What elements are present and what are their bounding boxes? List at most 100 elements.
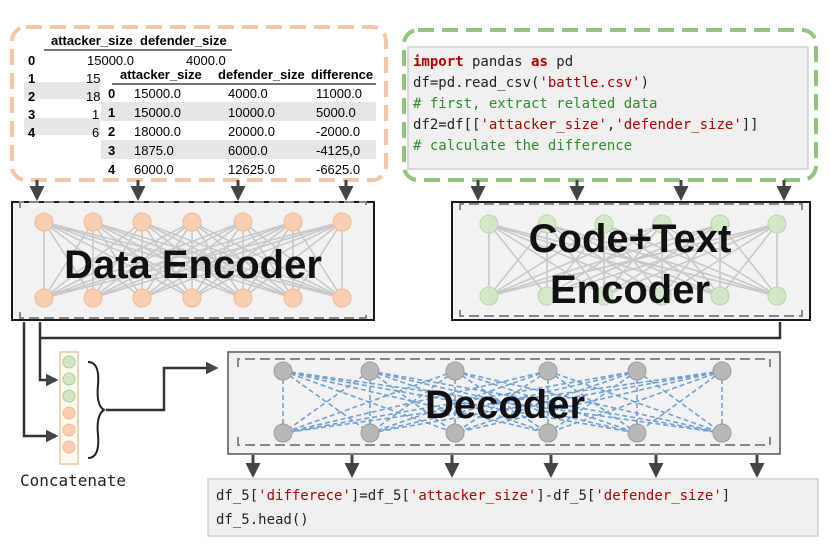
decoder-node (360, 423, 380, 443)
concat-vector-cells (62, 355, 76, 454)
code-token: ]-df_5[ (536, 488, 595, 504)
front-row-index: 1 (108, 105, 115, 120)
output-line-1: df_5['differece']=df_5['attacker_size']-… (216, 488, 730, 504)
network-edge (488, 223, 721, 297)
code-token: df2=df[[ (413, 117, 480, 133)
front-cell: -6625.0 (316, 162, 360, 177)
data-table-panel: attacker_size defender_size 0 1 2 3 4 15… (10, 25, 388, 182)
network-node (83, 212, 103, 232)
concat-data-cell (62, 406, 76, 420)
decoder-node (627, 423, 647, 443)
network-edge (141, 221, 343, 299)
decoder-node (445, 361, 465, 381)
network-node (479, 286, 499, 306)
data-encoder: Data Encoder (11, 201, 375, 321)
attention-edge (369, 370, 723, 434)
decoder-node (445, 423, 465, 443)
front-cell: 15000.0 (134, 86, 181, 101)
network-node (283, 212, 303, 232)
front-cell: 11000.0 (316, 86, 362, 101)
network-node (283, 288, 303, 308)
front-cell: 10000.0 (228, 105, 275, 120)
decoder-node (627, 361, 647, 381)
network-edge (488, 223, 663, 297)
front-cell: 1875.0 (134, 143, 174, 158)
front-header-defender: defender_size (218, 67, 305, 82)
data-encoder-label: Data Encoder (64, 243, 322, 287)
front-table-stripe (101, 102, 376, 121)
code-token: , (607, 117, 615, 133)
front-table-stripe (101, 140, 376, 159)
network-node (332, 288, 352, 308)
network-node (182, 288, 202, 308)
back-row-index: 1 (28, 71, 35, 86)
code-line-4: df2=df[['attacker_size','defender_size']… (413, 117, 759, 133)
back-cell-partial: 18 (86, 89, 100, 104)
back-cell: 15000.0 (87, 53, 134, 68)
network-node (34, 212, 54, 232)
code-line-2: df=pd.read_csv('battle.csv') (413, 75, 649, 91)
network-edge (488, 223, 778, 297)
concat-to-decoder-arrow (106, 361, 219, 412)
output-line-2: df_5.head() (216, 512, 309, 528)
network-node (83, 288, 103, 308)
code-token: df=pd.read_csv( (413, 75, 539, 91)
attention-edge (282, 370, 371, 434)
front-cell: -2000.0 (316, 124, 360, 139)
back-cell: 4000.0 (186, 53, 226, 68)
network-edge (488, 223, 548, 297)
concat-data-cell (62, 440, 76, 454)
back-cell-partial: 15 (86, 71, 100, 86)
code-encoder-network (459, 203, 803, 317)
back-row-index: 3 (28, 107, 35, 122)
code-encoder-label-line1: Code+Text (529, 217, 732, 261)
network-edge (43, 221, 193, 299)
attention-edge (282, 370, 456, 434)
decoder-node (712, 361, 732, 381)
front-cell: 18000.0 (134, 124, 181, 139)
decoder-node (360, 361, 380, 381)
keyword-as: as (531, 54, 548, 70)
layer-bracket-top (19, 201, 367, 208)
front-cell: 15000.0 (134, 105, 181, 120)
layer-bracket-bottom (459, 310, 803, 317)
attention-edge (636, 370, 723, 434)
concat-data-cell (62, 423, 76, 437)
network-node (537, 214, 557, 234)
concatenation: Concatenate (20, 322, 782, 490)
concat-code-cell (62, 372, 76, 386)
code-string: 'attacker_size' (410, 488, 536, 504)
code-box (407, 46, 809, 170)
back-header-attacker: attacker_size (51, 33, 133, 48)
layer-bracket-top (237, 358, 771, 367)
front-cell: 6000.0 (228, 143, 268, 158)
concat-brace (87, 361, 106, 459)
front-row-index: 3 (108, 143, 115, 158)
back-row-index: 4 (28, 125, 36, 140)
network-node (132, 288, 152, 308)
network-node (652, 214, 672, 234)
front-cell: 12625.0 (228, 162, 275, 177)
front-cell: 20000.0 (228, 124, 275, 139)
front-header-difference: difference (311, 67, 373, 82)
back-cell-partial: 1 (92, 107, 99, 122)
network-edge (43, 221, 343, 299)
code-token: df_5[ (216, 488, 258, 504)
concat-code-cell (62, 355, 76, 369)
code-string: 'differece' (258, 488, 351, 504)
concat-arrow-top (38, 338, 59, 387)
code-token: ]=df_5[ (351, 488, 410, 504)
concat-code-cell (62, 389, 76, 403)
code-panel-border (402, 28, 818, 182)
back-table: attacker_size defender_size 0 1 2 3 4 15… (24, 33, 232, 140)
decoder-node (273, 361, 293, 381)
concatenate-label: Concatenate (20, 471, 126, 490)
network-node (34, 288, 54, 308)
network-node (594, 286, 614, 306)
back-cell-partial: 6 (92, 125, 99, 140)
back-row-index: 0 (28, 53, 35, 68)
decoder-node (538, 361, 558, 381)
front-cell: -4125,0 (316, 143, 360, 158)
